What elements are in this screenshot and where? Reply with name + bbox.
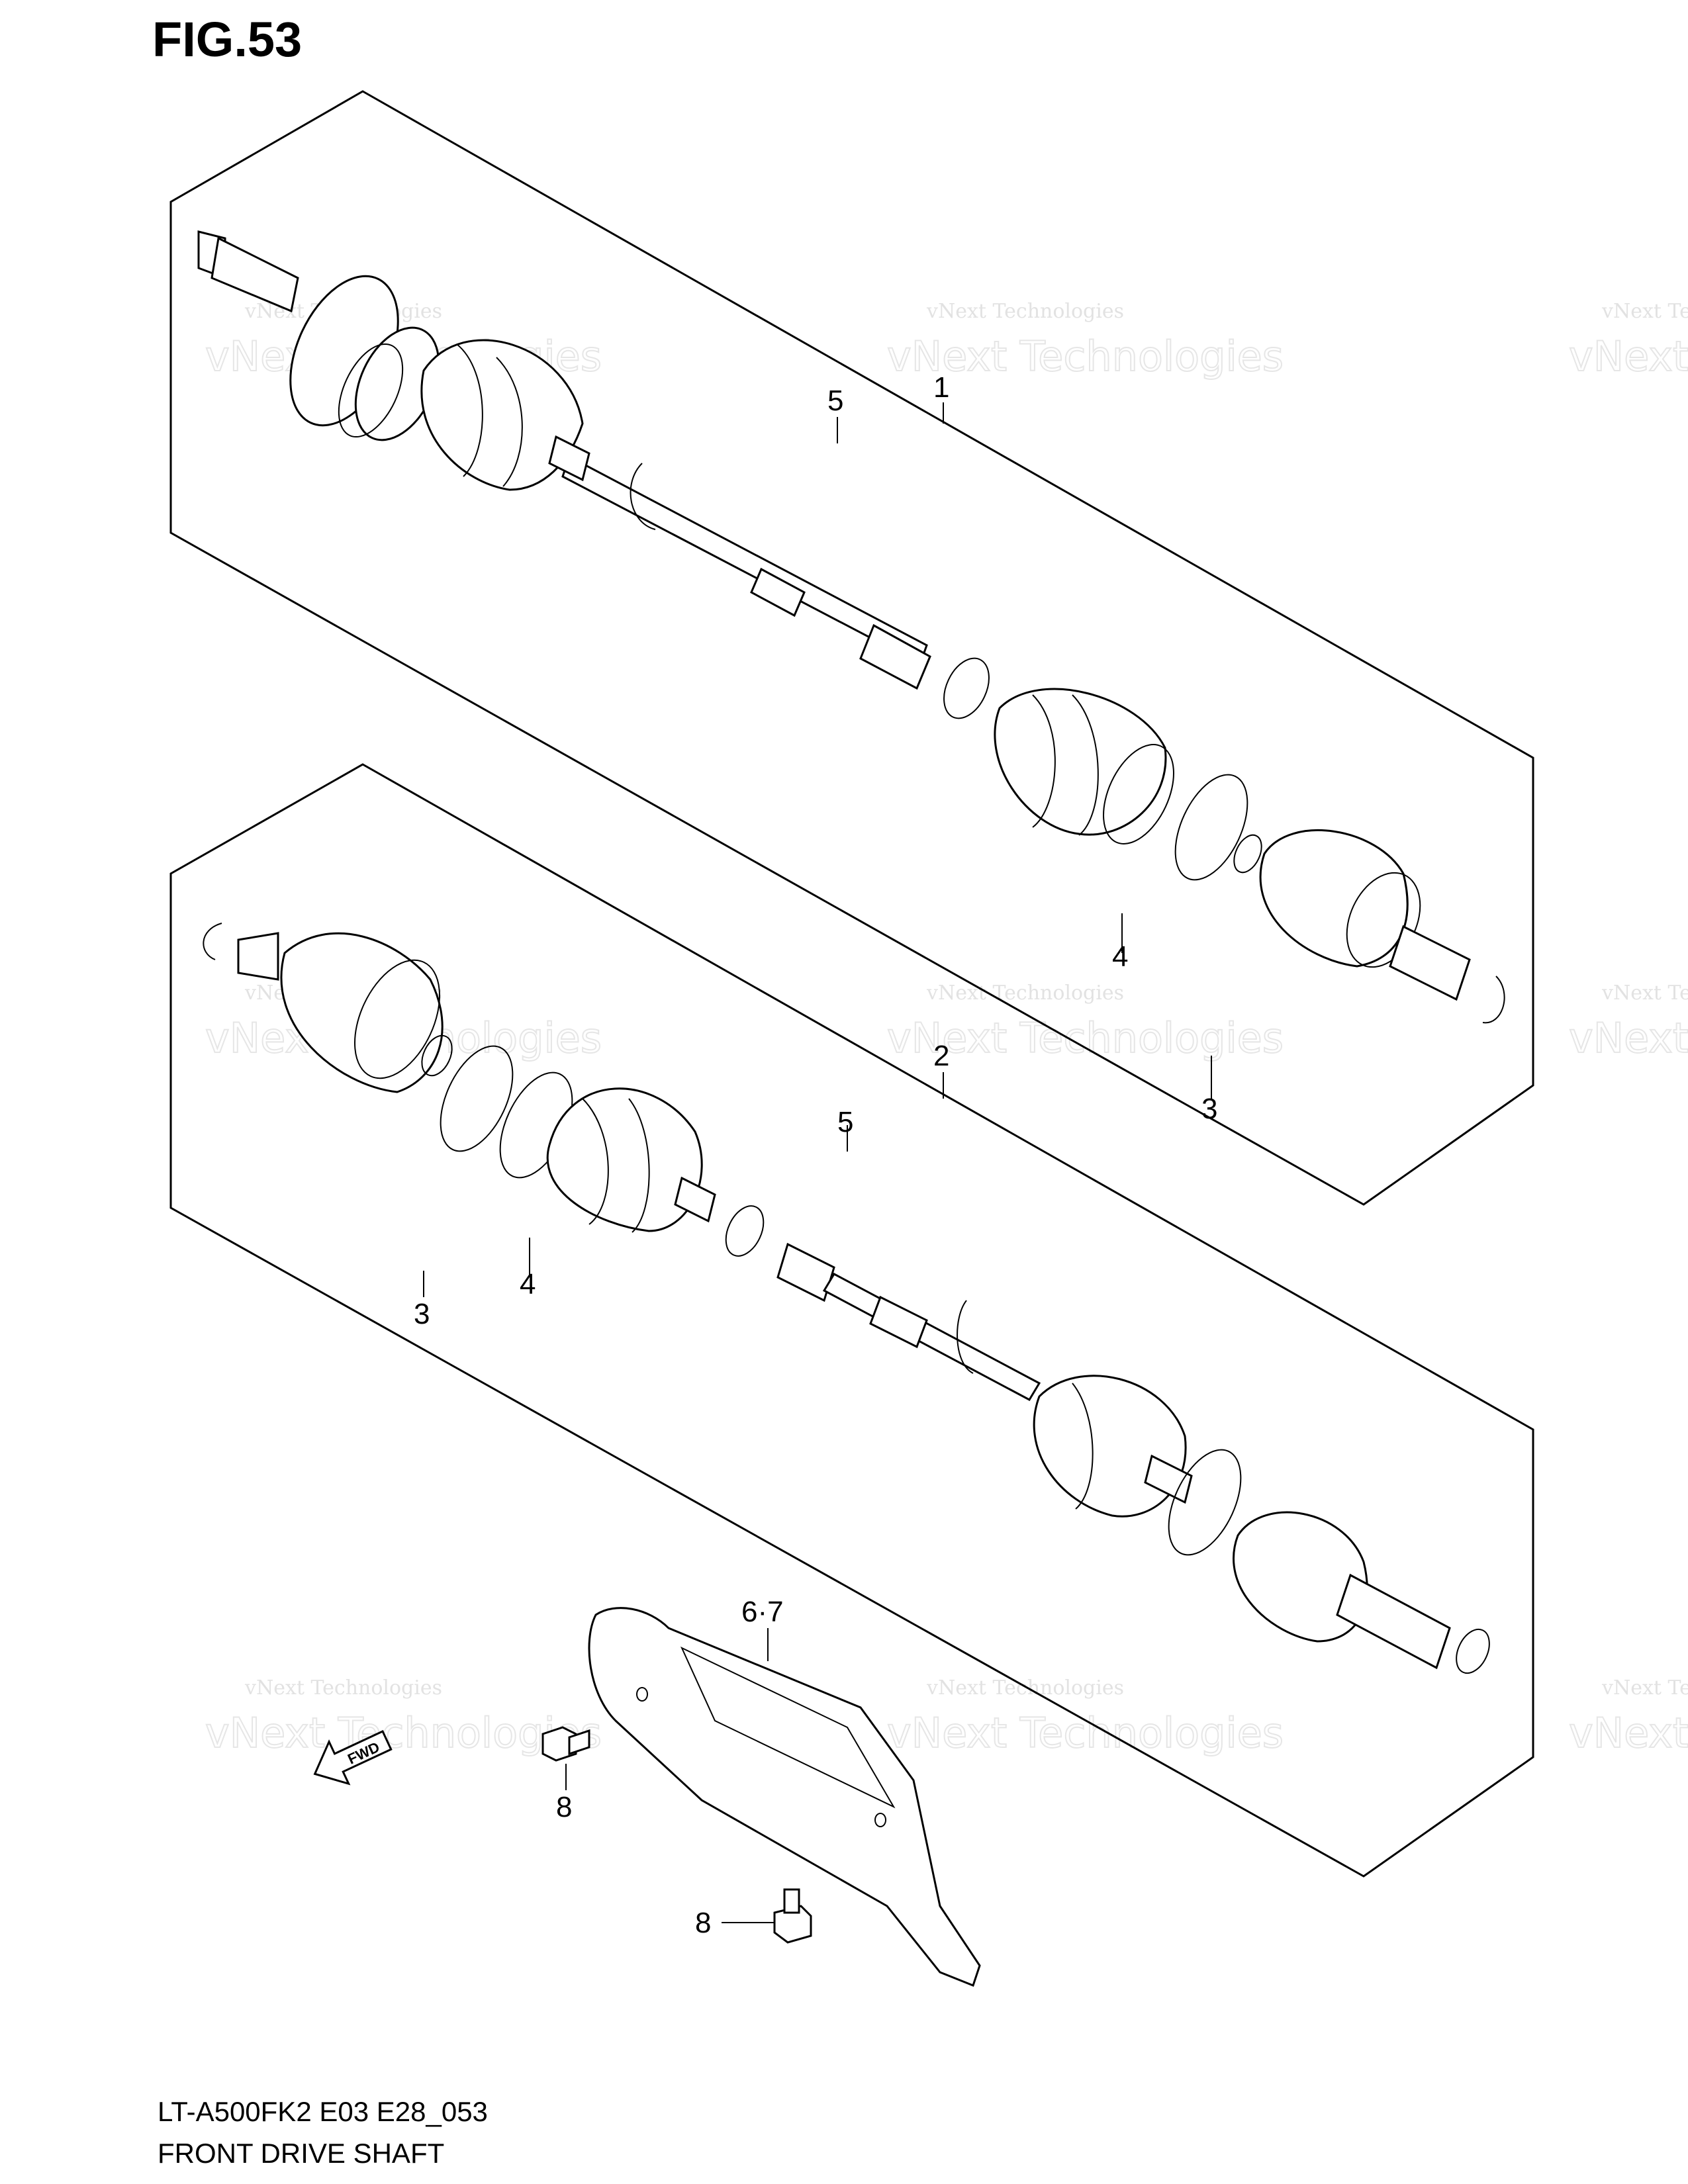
lower-drive-shaft-assembly: 2 5 4 3 bbox=[169, 763, 1534, 1878]
lower-outer-joint bbox=[1233, 1511, 1490, 1674]
watermark-text: vNext Technologies bbox=[1569, 332, 1688, 381]
upper-boot-right bbox=[994, 688, 1167, 836]
watermark-text: vNext Technologies bbox=[887, 1014, 1284, 1062]
upper-outer-joint bbox=[289, 275, 440, 441]
watermark: vNext Technologies vNext Technologies bbox=[1568, 300, 1688, 381]
watermark: vNext Technologies vNext Technologies bbox=[1568, 1676, 1688, 1758]
upper-shaft bbox=[197, 230, 931, 690]
callout-lower-assembly: 2 bbox=[933, 1040, 949, 1072]
watermark-text: vNext Technologies bbox=[1569, 1014, 1688, 1062]
callout-upper-shaft: 5 bbox=[827, 385, 843, 417]
upper-assembly-frame bbox=[169, 90, 1534, 1206]
callout-upper-assembly: 1 bbox=[933, 371, 949, 404]
section-name: FRONT DRIVE SHAFT bbox=[158, 2138, 444, 2169]
lower-assembly-frame bbox=[169, 763, 1534, 1878]
lower-boot-left bbox=[546, 1087, 716, 1233]
callout-lower-joint-kit: 3 bbox=[414, 1298, 430, 1330]
watermark-text: vNext Technologies bbox=[1601, 981, 1688, 1005]
watermark: vNext Technologies vNext Technologies bbox=[205, 1676, 602, 1758]
watermark-text: vNext Technologies bbox=[1601, 1676, 1688, 1700]
lower-boot-clamp bbox=[1168, 1449, 1242, 1556]
watermark-text: vNext Technologies bbox=[926, 981, 1124, 1005]
watermark: vNext Technologies vNext Technologies bbox=[886, 981, 1284, 1063]
guard-bolt-left: 8 bbox=[541, 1726, 590, 1823]
model-code: LT-A500FK2 E03 E28_053 bbox=[158, 2096, 488, 2127]
watermark: vNext Technologies vNext Technologies bbox=[886, 300, 1284, 381]
callout-guard: 6·7 bbox=[741, 1596, 784, 1628]
watermark-text: vNext Technologies bbox=[887, 332, 1284, 381]
watermark-text: vNext Technologies bbox=[205, 1709, 602, 1757]
watermark-text: vNext Technologies bbox=[1569, 1709, 1688, 1757]
watermark-text: vNext Technologies bbox=[926, 300, 1124, 323]
upper-inner-joint bbox=[1259, 829, 1471, 1001]
upper-shaft-clip bbox=[630, 463, 656, 530]
upper-boot-clamp bbox=[943, 657, 990, 719]
callout-bolt-bottom: 8 bbox=[695, 1907, 711, 1939]
callout-upper-joint-kit: 3 bbox=[1201, 1093, 1217, 1125]
lower-boot-right bbox=[1033, 1375, 1193, 1518]
watermark-text: vNext Technologies bbox=[244, 1676, 442, 1700]
upper-boot-clamp bbox=[1103, 744, 1174, 844]
watermark-text: vNext Technologies bbox=[887, 1709, 1284, 1757]
watermark-text: vNext Technologies bbox=[926, 1676, 1124, 1700]
drive-shaft-guard: 6·7 bbox=[588, 1596, 981, 1987]
lower-boot-clamp bbox=[440, 1045, 514, 1152]
lower-boot-clamp bbox=[725, 1205, 765, 1257]
upper-drive-shaft-assembly: 1 5 4 3 bbox=[169, 90, 1534, 1206]
watermark-text: vNext Technologies bbox=[1601, 300, 1688, 323]
lower-circlip bbox=[421, 1034, 453, 1077]
callout-lower-boot-kit: 4 bbox=[520, 1268, 536, 1300]
watermark: vNext Technologies vNext Technologies bbox=[886, 1676, 1284, 1758]
upper-boot-clamp bbox=[1174, 774, 1248, 881]
lower-inner-joint bbox=[237, 932, 444, 1093]
lower-shaft bbox=[776, 1242, 1041, 1401]
figure-title: FIG.53 bbox=[152, 12, 302, 67]
lower-end-circlip bbox=[203, 923, 222, 960]
callout-upper-boot-kit: 4 bbox=[1112, 940, 1128, 973]
upper-boot-left bbox=[420, 339, 590, 491]
upper-circlip bbox=[1233, 834, 1262, 874]
upper-boot-clamp bbox=[338, 343, 404, 438]
upper-end-circlip bbox=[1482, 976, 1505, 1024]
watermark: vNext Technologies vNext Technologies bbox=[1568, 981, 1688, 1063]
callout-bolt-left: 8 bbox=[556, 1791, 572, 1823]
guard-bolt-bottom: 8 bbox=[695, 1888, 812, 1944]
callout-lower-shaft: 5 bbox=[837, 1106, 853, 1138]
